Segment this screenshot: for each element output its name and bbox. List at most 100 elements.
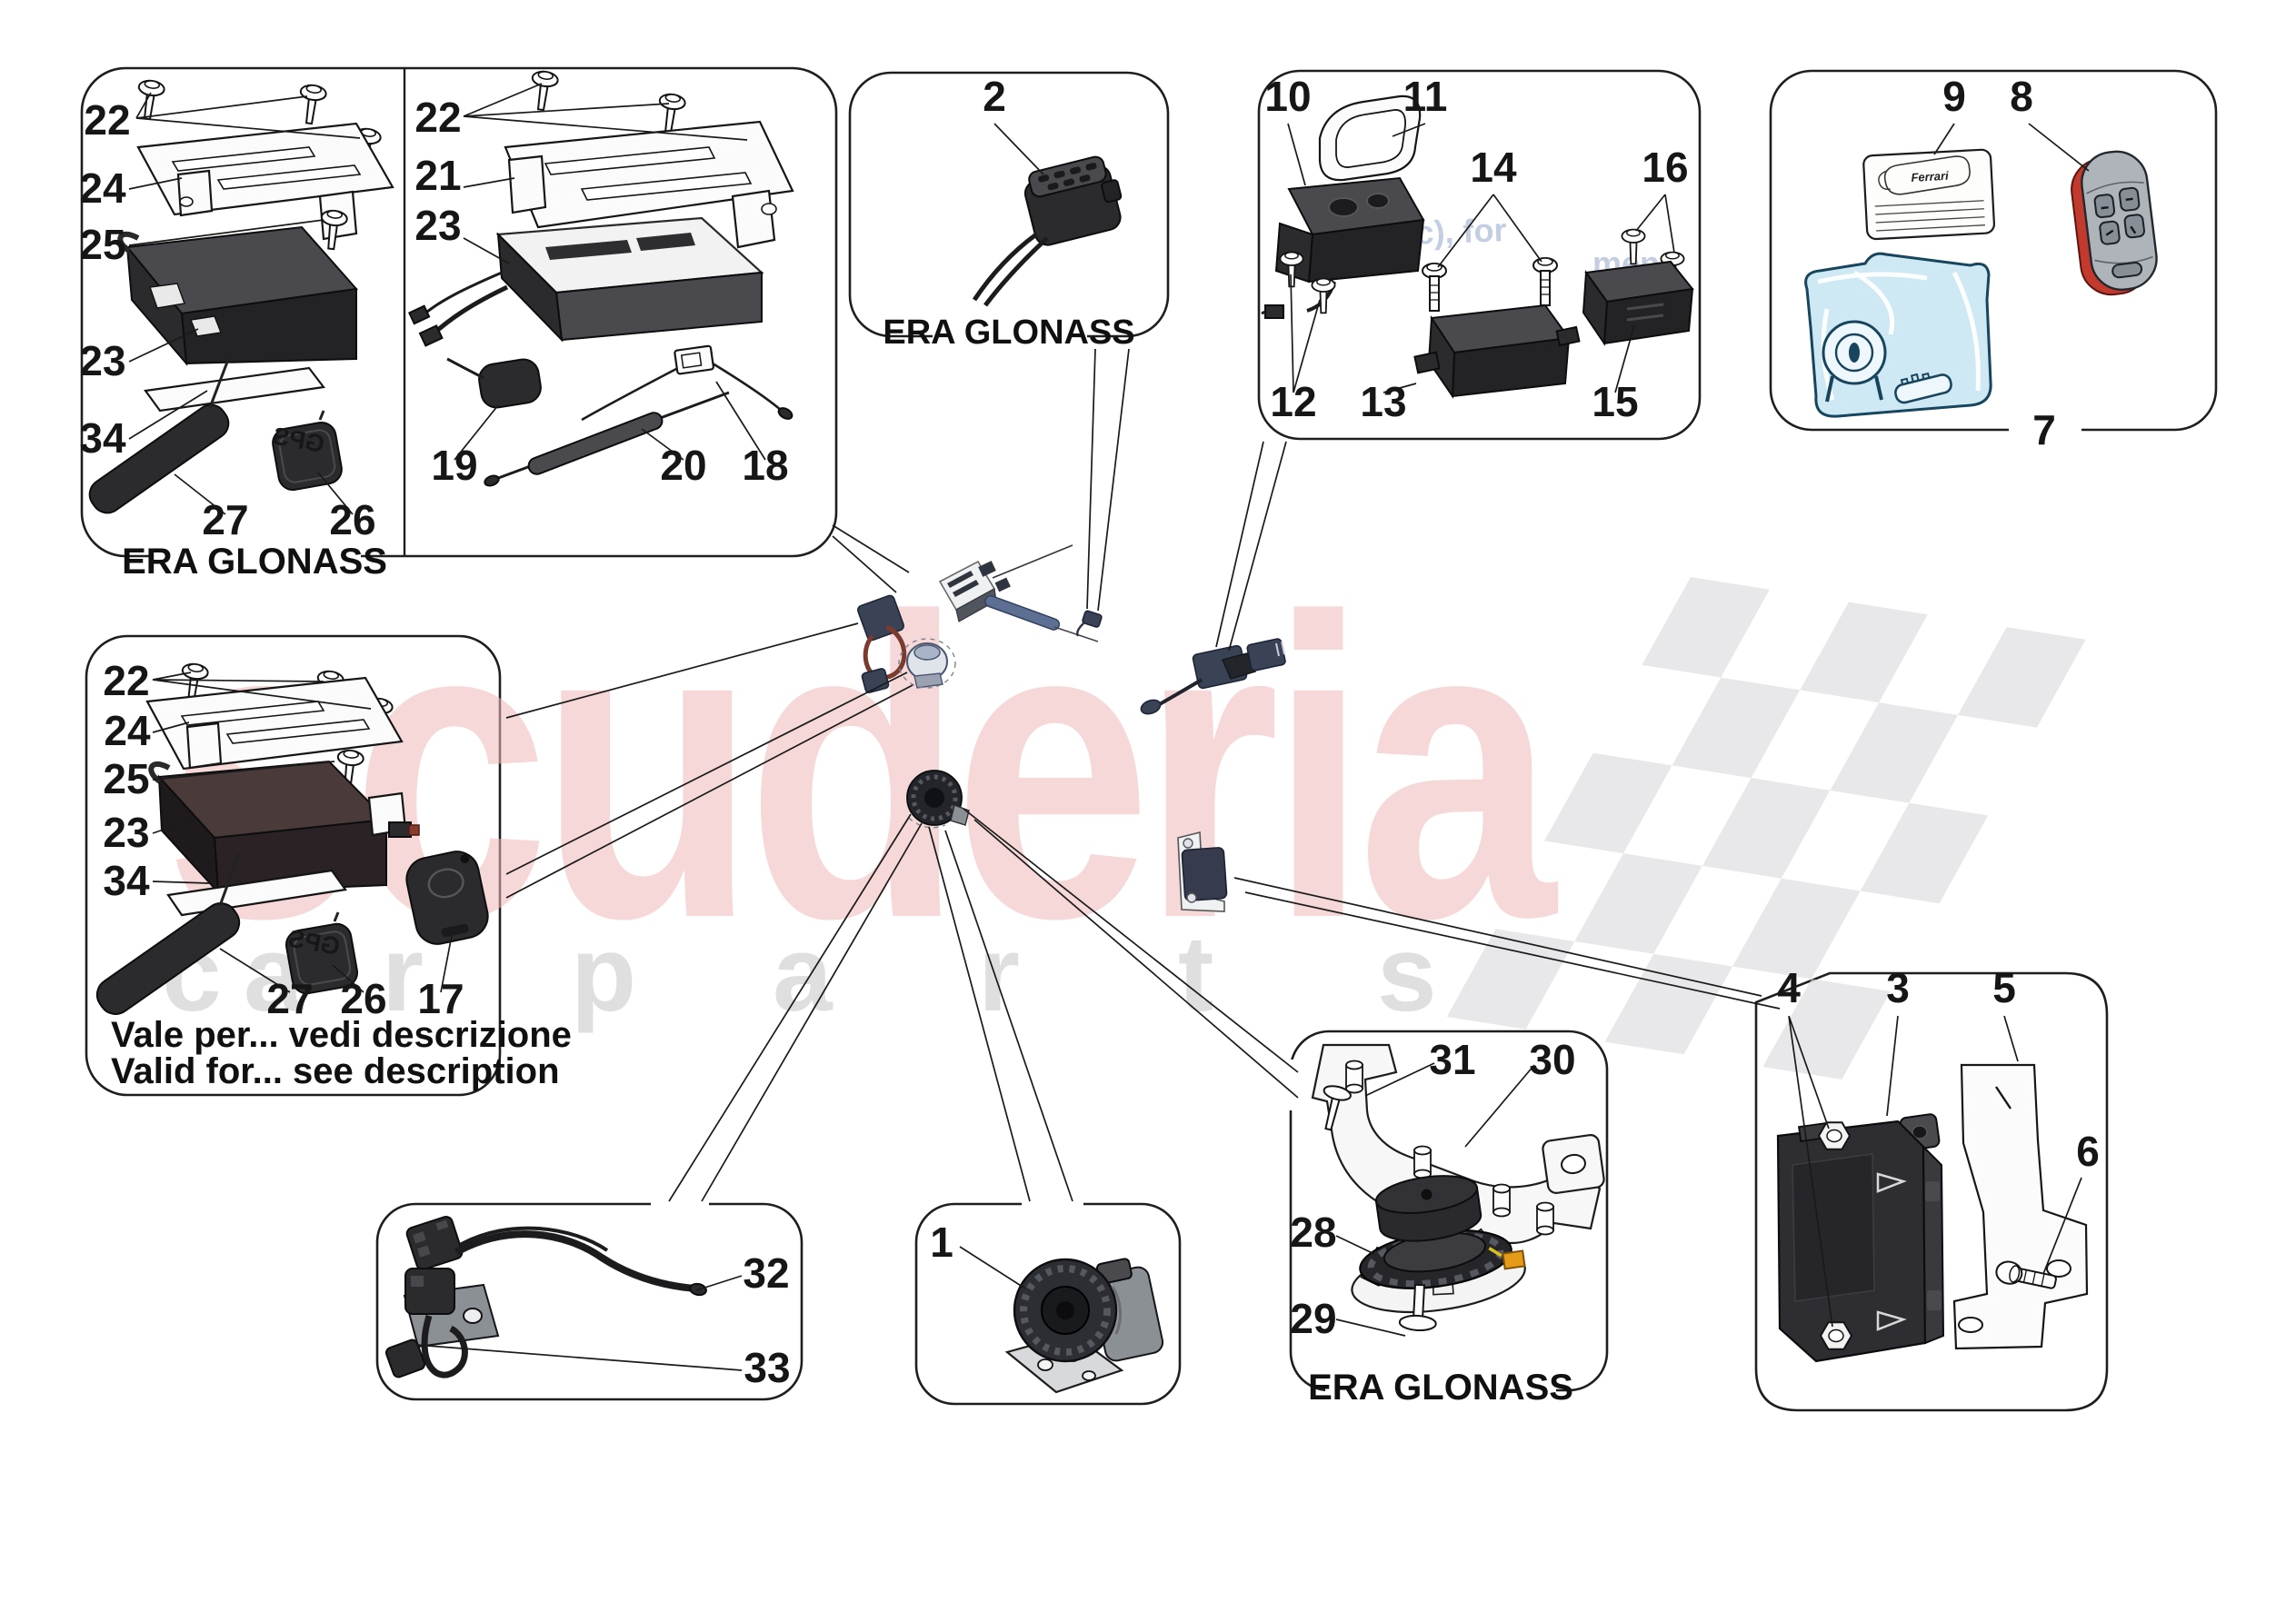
speaker (1351, 1175, 1526, 1314)
part-number-labels: 22 24 25 23 34 27 26 22 21 23 19 20 18 2… (79, 73, 2099, 1391)
callout-7: 7 (2032, 406, 2056, 453)
bracket-leg (731, 189, 776, 249)
sos-button-module (1261, 176, 1425, 319)
card-logo-text: Ferrari (1911, 169, 1949, 184)
gsm-antenna-strip (95, 852, 241, 1015)
cable-mic-kit (384, 1215, 707, 1378)
key-fob (2071, 150, 2158, 296)
ecu-wire (117, 231, 140, 254)
stud-icon (1492, 1183, 1511, 1218)
callout-24: 24 (104, 707, 151, 754)
callout-8: 8 (2010, 73, 2033, 120)
era-glonass-bracket-kit-right (407, 69, 794, 487)
callout-23: 23 (79, 337, 125, 384)
antenna-cable-lead (581, 344, 794, 422)
watermark-sub-letters: c a r p a r t s (162, 914, 1437, 1034)
callout-11: 11 (1403, 73, 1448, 120)
stud-icon (1345, 1060, 1363, 1094)
callout-34: 34 (103, 857, 150, 904)
watermark-letter: r (978, 914, 1020, 1034)
fob-cover (405, 851, 489, 945)
in-situ-clip (1076, 610, 1103, 637)
callout-15: 15 (1592, 378, 1638, 425)
callout-13: 13 (1360, 378, 1406, 425)
buzzer-part (972, 155, 1123, 307)
alarm-ecu (1776, 1113, 1945, 1363)
buzzer-cable (983, 236, 1049, 307)
watermark-letter: p (571, 914, 636, 1034)
plate-leg (176, 169, 214, 217)
callout-21: 21 (414, 152, 461, 199)
bracket-slit (1995, 1086, 2011, 1110)
callout-29: 29 (1290, 1295, 1336, 1342)
alarm-siren (1004, 1258, 1164, 1394)
leg-hole (179, 196, 194, 207)
cable-plug (418, 324, 444, 347)
bracket-hole (1958, 1317, 1983, 1333)
bezel-inner (1335, 109, 1406, 168)
checkered-flag-watermark (1446, 577, 2086, 1080)
callout-26: 26 (329, 496, 375, 543)
gps-roof-antenna (446, 357, 542, 409)
control-module (1413, 304, 1581, 400)
callout-6: 6 (2076, 1128, 2100, 1175)
border-gap (1022, 1194, 1083, 1214)
gps-module: GPS (271, 410, 343, 492)
caption-era-glonass-top: ERA GLONASS (122, 542, 387, 582)
plate-slots (171, 146, 362, 190)
screw-icon (1398, 1283, 1437, 1332)
border-gap (651, 1194, 709, 1214)
cable-plug (407, 304, 431, 325)
callout-16: 16 (1642, 144, 1688, 191)
caption-era-glonass-buzzer: ERA GLONASS (883, 313, 1134, 352)
callout-18: 18 (742, 442, 788, 489)
callout-3: 3 (1886, 964, 1910, 1011)
bolt-icon (1995, 1260, 2057, 1289)
stud-icon (1536, 1201, 1554, 1236)
buzzer-cable (972, 232, 1038, 302)
in-situ-crash-module (1140, 638, 1286, 715)
note-valid-for: Valid for... see description (111, 1051, 560, 1091)
ecu-connector (388, 821, 412, 838)
bracket-pad (1542, 1134, 1605, 1194)
callout-34: 34 (79, 414, 126, 462)
key-kit: Ferrari (1804, 148, 2158, 418)
lock-cylinder-bag (1804, 252, 1992, 418)
callout-14: 14 (1470, 144, 1517, 191)
callout-30: 30 (1529, 1036, 1575, 1083)
leader-lines (128, 83, 2090, 1371)
callout-25: 25 (103, 755, 149, 802)
caption-underlay (2009, 414, 2081, 456)
watermark-letter: s (1377, 914, 1437, 1034)
callout-27: 27 (266, 975, 313, 1022)
antenna-rod (484, 391, 730, 487)
callout-4: 4 (1777, 964, 1801, 1011)
caption-underlay (933, 314, 1087, 353)
harness-connector (405, 1215, 464, 1271)
callout-20: 20 (660, 442, 706, 489)
sos-unit-kit (1261, 95, 1694, 400)
in-situ-siren (906, 770, 970, 829)
callout-33: 33 (744, 1344, 790, 1391)
callout-28: 28 (1290, 1209, 1336, 1256)
bracket-leg (507, 154, 547, 214)
in-situ-ecu-module (938, 544, 1099, 642)
caption-underlay (1325, 1366, 1556, 1408)
callout-25: 25 (79, 221, 125, 268)
callout-31: 31 (1429, 1036, 1475, 1083)
watermark-brand: scuderia (164, 530, 1558, 1007)
callout-1: 1 (930, 1219, 953, 1266)
watermark-letter: a (773, 914, 834, 1034)
module-side (496, 232, 564, 343)
callout-19: 19 (431, 442, 477, 489)
in-situ-bracket-module (1177, 831, 1228, 912)
speaker-connector (1502, 1249, 1526, 1270)
panel-buzzer (848, 71, 1170, 338)
callout-9: 9 (1942, 73, 1966, 120)
panel-captions: ERA GLONASS ERA GLONASS ERA GLONASS Vale… (111, 313, 2081, 1408)
nut-icon (1820, 1321, 1852, 1350)
callout-27: 27 (202, 496, 248, 543)
bracket-hole (2046, 1259, 2071, 1278)
